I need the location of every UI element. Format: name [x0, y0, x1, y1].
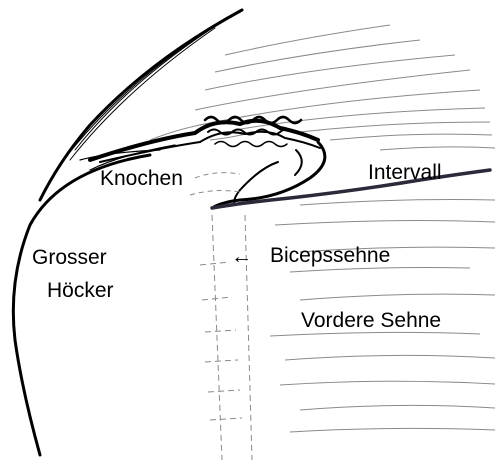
label-bicepssehne: Bicepssehne: [270, 245, 390, 266]
bone-band: [90, 117, 325, 208]
label-hoecker: Höcker: [47, 280, 114, 301]
label-knochen: Knochen: [100, 168, 183, 189]
upper-fiber-hatching: [150, 25, 495, 150]
label-vordere-sehne: Vordere Sehne: [301, 310, 441, 331]
label-intervall: Intervall: [368, 162, 442, 183]
arrow-left-icon: ←: [231, 246, 252, 267]
label-grosser: Grosser: [32, 247, 107, 268]
inner-bone-sketch: [190, 173, 240, 195]
